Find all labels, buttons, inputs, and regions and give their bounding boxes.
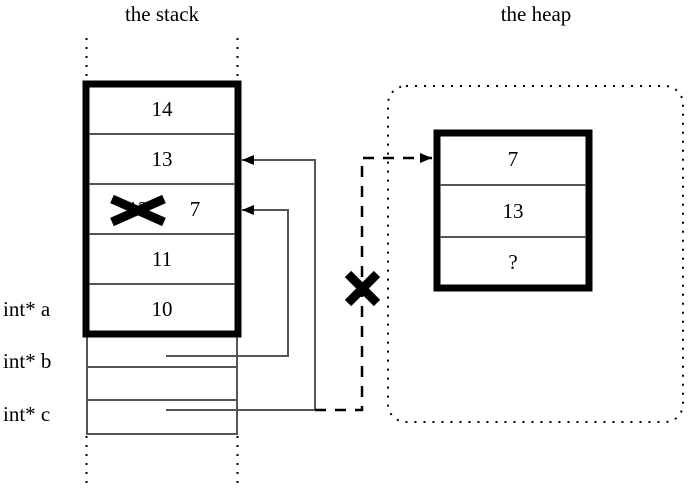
- stack-cell-value-2: 7: [189, 196, 201, 221]
- stack-cell-value-1: 13: [151, 146, 173, 171]
- severed-pointer-x-mark: [344, 270, 381, 307]
- stack-cell-value-0: 14: [151, 96, 173, 121]
- stack-title: the stack: [124, 2, 200, 26]
- pointer-label-c: int* c: [3, 401, 51, 426]
- pointer-c-connector: [166, 155, 316, 411]
- heap-title: the heap: [500, 2, 572, 26]
- stack-cell-value-3: 11: [151, 246, 173, 271]
- stack-cell-old-value-2: 12: [127, 196, 149, 221]
- stack-value-frame: [82, 80, 242, 338]
- pointer-b-connector: [166, 205, 289, 357]
- heap-cell-value-2: ?: [508, 250, 518, 274]
- stack-pointer-frame: [86, 332, 238, 435]
- heap-cell-value-1: 13: [502, 198, 524, 223]
- pointer-label-b: int* b: [3, 348, 52, 373]
- severed-heap-pointer: [315, 153, 432, 412]
- stack-cell-value-4: 10: [151, 296, 173, 321]
- crossed-out-value-x-mark: [110, 194, 166, 227]
- pointer-label-a: int* a: [3, 296, 51, 321]
- heap-block-frame: [433, 129, 593, 292]
- heap-cell-value-0: 7: [507, 146, 519, 171]
